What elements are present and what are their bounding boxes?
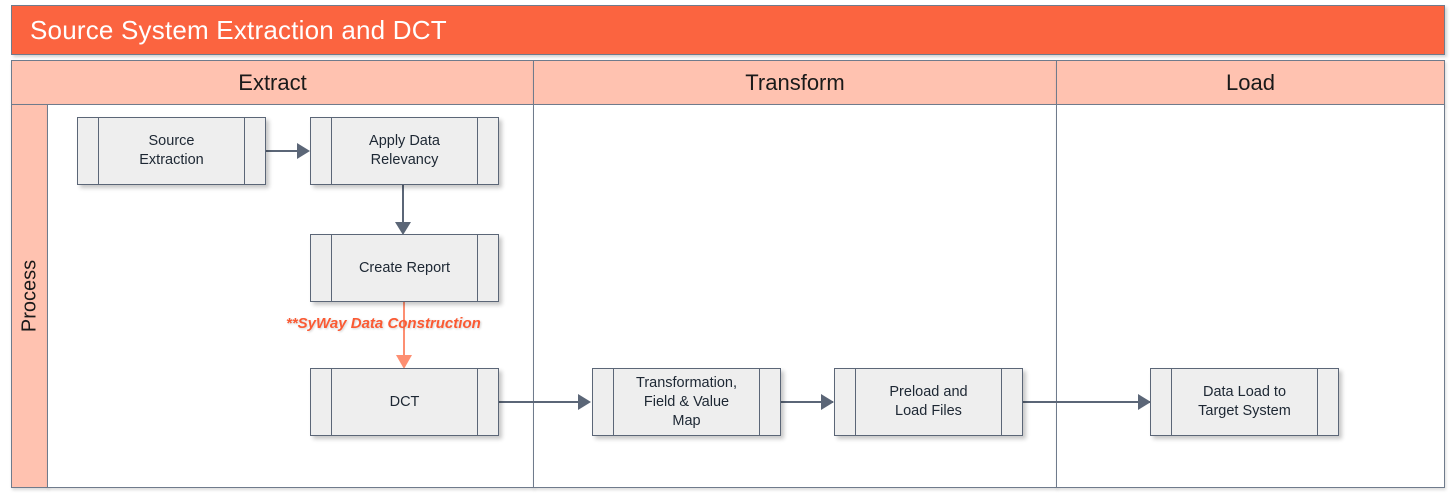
node-create-report[interactable]: Create Report xyxy=(310,234,499,302)
connector-arrow-source-to-relevancy xyxy=(297,143,310,159)
phase-header-extract-label: Extract xyxy=(238,69,307,95)
connector-line-relevancy-to-report xyxy=(402,185,404,227)
annotation-syway-data-construction: **SyWay Data Construction xyxy=(286,315,481,332)
node-dct[interactable]: DCT xyxy=(310,368,499,436)
lane-column-load xyxy=(1056,104,1445,488)
connector-arrow-report-to-dct xyxy=(396,355,412,369)
node-create-report-label: Create Report xyxy=(358,259,451,276)
swimlane-label-process-text: Process xyxy=(18,259,40,333)
phase-header-load-label: Load xyxy=(1226,69,1275,95)
connector-line-preload-to-dataload xyxy=(1022,401,1150,403)
phase-header-extract: Extract xyxy=(11,60,534,105)
node-dct-label: DCT xyxy=(389,393,420,410)
connector-line-transformation-to-preload xyxy=(781,401,833,403)
phase-header-transform-label: Transform xyxy=(745,69,845,95)
connector-arrow-dct-to-transformation xyxy=(578,394,591,410)
phase-header-load: Load xyxy=(1056,60,1445,105)
connector-arrow-relevancy-to-report xyxy=(395,222,411,235)
connector-arrow-preload-to-dataload xyxy=(1138,394,1151,410)
swimlane-label-process: Process xyxy=(11,104,48,488)
connector-line-source-to-relevancy xyxy=(266,150,301,152)
connector-line-dct-to-transformation xyxy=(497,401,589,403)
phase-header-transform: Transform xyxy=(533,60,1057,105)
diagram-title-bar: Source System Extraction and DCT xyxy=(11,5,1445,55)
connector-arrow-transformation-to-preload xyxy=(821,394,834,410)
connector-line-report-to-dct xyxy=(403,301,405,367)
diagram-title: Source System Extraction and DCT xyxy=(30,14,447,45)
